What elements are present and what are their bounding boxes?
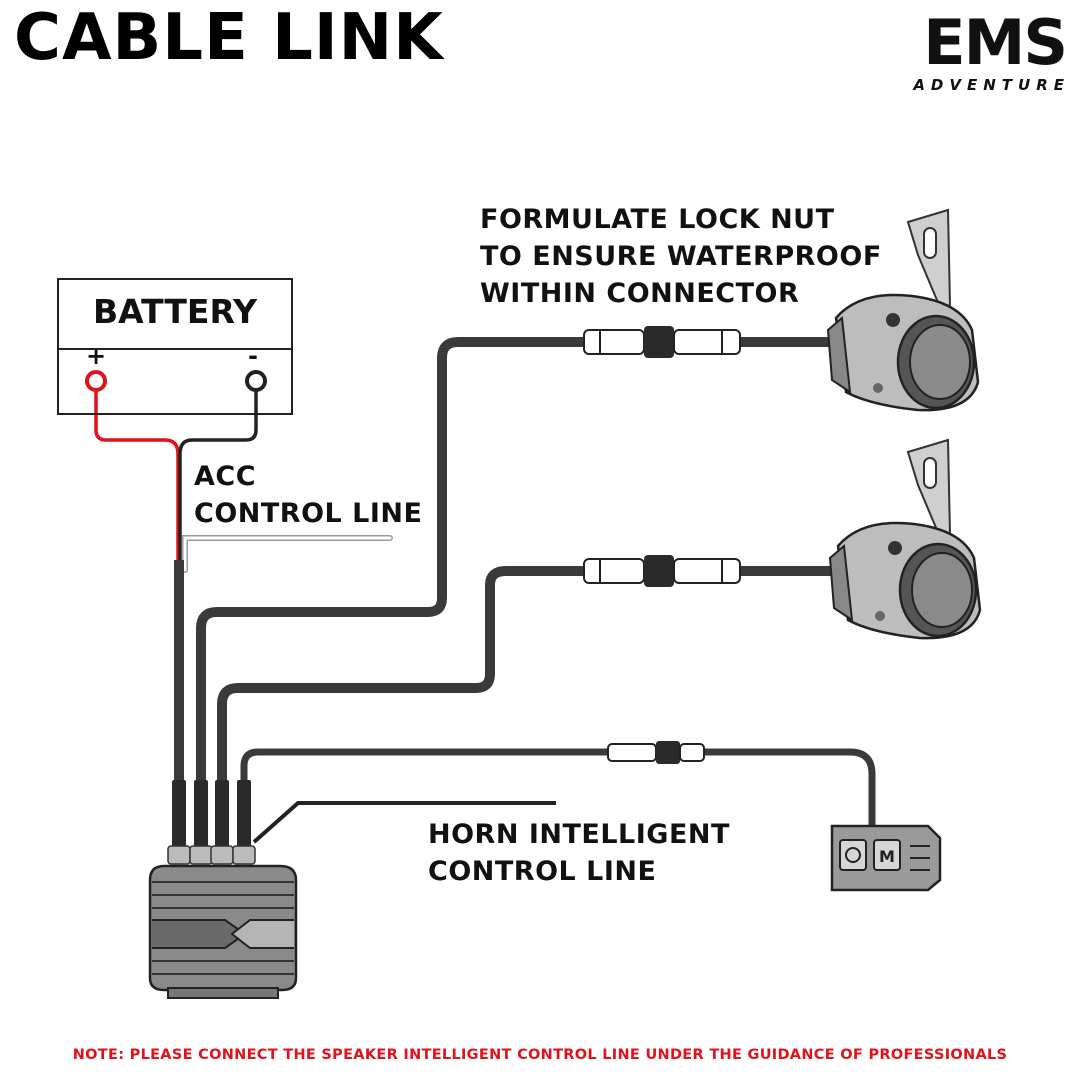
negative-terminal-icon <box>245 370 267 392</box>
connector-icon-1 <box>583 326 741 358</box>
battery-icon: BATTERY <box>57 278 293 415</box>
battery-label: BATTERY <box>93 292 257 331</box>
switch-wire <box>240 748 610 780</box>
lock-nut-label: FORMULATE LOCK NUT TO ENSURE WATERPROOF … <box>480 201 882 312</box>
mode-icon: M <box>879 847 895 866</box>
acc-label: ACC CONTROL LINE <box>194 458 422 532</box>
light-icon-2 <box>828 438 982 640</box>
lock-nut-line-3: WITHIN CONNECTOR <box>480 278 800 309</box>
controller-icon <box>148 864 298 999</box>
connector-icon-3 <box>607 741 705 764</box>
acc-line-2: CONTROL LINE <box>194 498 423 529</box>
light-icon-1 <box>826 208 980 412</box>
switch-icon: M <box>830 824 942 892</box>
logo-sub-text: ADVENTURE <box>913 76 1070 94</box>
professional-note: NOTE: PLEASE CONNECT THE SPEAKER INTELLI… <box>72 1047 1008 1063</box>
horn-line-2: CONTROL LINE <box>428 856 657 887</box>
logo-main-text: EMS <box>923 6 1068 79</box>
acc-line-1: ACC <box>194 461 257 492</box>
positive-terminal-icon <box>85 370 107 392</box>
cable-sleeves <box>172 780 251 848</box>
horn-label: HORN INTELLIGENT CONTROL LINE <box>428 816 730 890</box>
page-title: CABLE LINK <box>14 1 444 75</box>
acc-control-wire <box>182 535 393 573</box>
lock-nut-line-1: FORMULATE LOCK NUT <box>480 204 835 235</box>
positive-sign: + <box>86 342 107 370</box>
light-2-wire <box>217 566 588 780</box>
horn-control-wire <box>252 801 556 844</box>
horn-line-1: HORN INTELLIGENT <box>428 819 730 850</box>
battery-divider <box>59 348 291 350</box>
positive-wire <box>94 384 180 560</box>
connector-icon-2 <box>583 555 741 587</box>
lock-nut-line-2: TO ENSURE WATERPROOF <box>480 241 882 272</box>
negative-wire <box>178 384 258 560</box>
light-1-wire <box>196 337 588 780</box>
power-icon <box>845 847 861 863</box>
negative-sign: - <box>248 342 258 370</box>
brand-logo: EMS ADVENTURE <box>913 6 1068 95</box>
